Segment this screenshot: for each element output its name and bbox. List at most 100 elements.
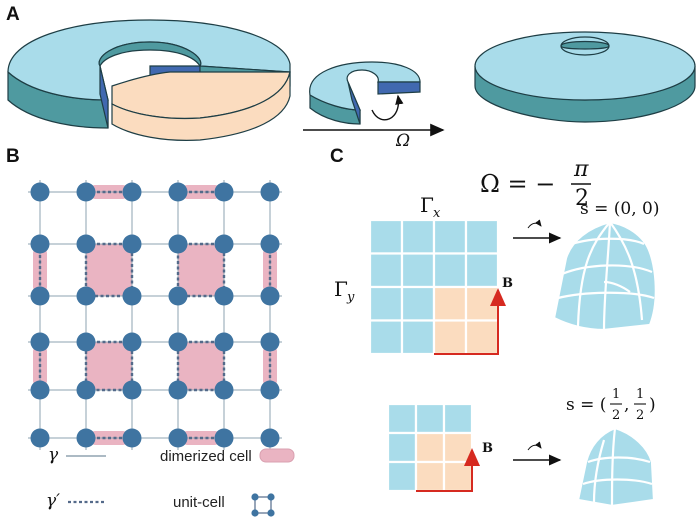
svg-text:Γ: Γ — [420, 193, 434, 217]
tile — [368, 252, 404, 289]
tile — [386, 460, 418, 493]
tile — [400, 285, 436, 322]
tile — [464, 218, 500, 255]
lattice-node — [76, 234, 96, 254]
lattice-node — [76, 182, 96, 202]
lattice-node — [214, 234, 234, 254]
dimer-bond — [176, 242, 226, 298]
folded-shell-bottom — [576, 426, 656, 508]
lattice-legend: γ γ′ dimerized cell unit-cell — [46, 445, 295, 517]
lattice-node — [122, 380, 142, 400]
tile — [400, 218, 436, 255]
lattice-node — [214, 428, 234, 448]
lattice-node — [168, 286, 188, 306]
lattice-node — [122, 332, 142, 352]
tile — [368, 285, 404, 322]
dimerized-cell — [86, 342, 132, 390]
lattice-node — [76, 332, 96, 352]
lattice-node — [260, 332, 280, 352]
panel-a: A Ω — [6, 4, 696, 151]
svg-text:,: , — [624, 395, 629, 415]
lattice-node — [30, 182, 50, 202]
peach-tile — [464, 319, 500, 356]
lattice-node — [168, 428, 188, 448]
b-label-top: B — [502, 276, 513, 291]
lattice-node — [122, 428, 142, 448]
gamma-x-label: Γ x — [420, 193, 441, 221]
lattice-node — [168, 380, 188, 400]
lattice-node — [260, 428, 280, 448]
lattice-node — [214, 380, 234, 400]
tile — [400, 252, 436, 289]
lattice-node — [168, 234, 188, 254]
lattice-node — [260, 286, 280, 306]
tile — [368, 319, 404, 356]
lattice-node — [122, 182, 142, 202]
svg-text:2: 2 — [636, 408, 644, 423]
tile — [386, 402, 418, 435]
svg-text:s = (: s = ( — [566, 395, 606, 415]
lattice-node — [76, 380, 96, 400]
legend-dimerized-cell-label: dimerized cell — [160, 448, 252, 465]
lattice-node — [30, 332, 50, 352]
legend-gamma-prime-symbol: γ′ — [46, 491, 60, 511]
omega-numerator: π — [573, 157, 589, 182]
lattice-node — [122, 286, 142, 306]
boundary-arrow — [416, 448, 480, 492]
tile — [442, 402, 474, 435]
legend-dimerized-cell-swatch — [259, 448, 295, 463]
tile-grid-3x3 — [386, 402, 480, 493]
lattice-node — [214, 182, 234, 202]
tile — [432, 218, 468, 255]
s-label-bottom: s = ( 1 2 , 1 2 ) — [566, 387, 656, 423]
peach-tile — [464, 285, 500, 322]
legend-gamma-symbol: γ — [48, 445, 59, 465]
lattice-diagram — [28, 180, 282, 450]
s-label-top: s = (0, 0) — [580, 199, 659, 219]
panel-a-letter: A — [6, 4, 20, 25]
lattice-node — [214, 332, 234, 352]
fold-icon-top — [527, 219, 542, 229]
lattice-node — [260, 182, 280, 202]
tile — [432, 252, 468, 289]
tile — [414, 402, 446, 435]
lattice-node — [76, 286, 96, 306]
lattice-node — [168, 332, 188, 352]
svg-text:1: 1 — [612, 387, 620, 402]
peach-tile — [442, 431, 474, 464]
svg-text:Γ: Γ — [334, 277, 348, 301]
gamma-y-label: Γ y — [334, 277, 355, 305]
dimer-bond — [84, 242, 134, 298]
lattice-node — [30, 428, 50, 448]
lattice-node — [122, 234, 142, 254]
omega-lhs: Ω = − — [480, 170, 555, 198]
lattice-node — [30, 380, 50, 400]
cut-disk-small: Ω — [309, 61, 421, 151]
full-disk — [474, 31, 696, 123]
folded-shell-top — [552, 220, 657, 332]
panel-b-letter: B — [6, 146, 20, 167]
boundary-arrow — [434, 288, 506, 355]
fold-icon-bottom — [527, 441, 542, 451]
lattice-node — [30, 234, 50, 254]
peach-tile — [432, 285, 468, 322]
lattice-node — [260, 234, 280, 254]
omega-equation: Ω = − π 2 — [480, 157, 591, 211]
svg-text:x: x — [433, 206, 441, 221]
omega-denominator: 2 — [575, 186, 589, 211]
peach-tile — [442, 460, 474, 493]
svg-text:2: 2 — [612, 408, 620, 423]
svg-text:y: y — [346, 290, 355, 305]
legend-unit-cell-swatch — [251, 493, 275, 517]
tile — [386, 431, 418, 464]
peach-tile — [414, 460, 446, 493]
dimer-bond — [84, 340, 134, 392]
svg-text:): ) — [649, 395, 656, 415]
tile — [368, 218, 404, 255]
legend-unit-cell-label: unit-cell — [173, 494, 225, 511]
dimerized-cell — [178, 244, 224, 296]
lattice-node — [260, 380, 280, 400]
lattice-node — [30, 286, 50, 306]
lattice-node — [76, 428, 96, 448]
tile — [400, 319, 436, 356]
